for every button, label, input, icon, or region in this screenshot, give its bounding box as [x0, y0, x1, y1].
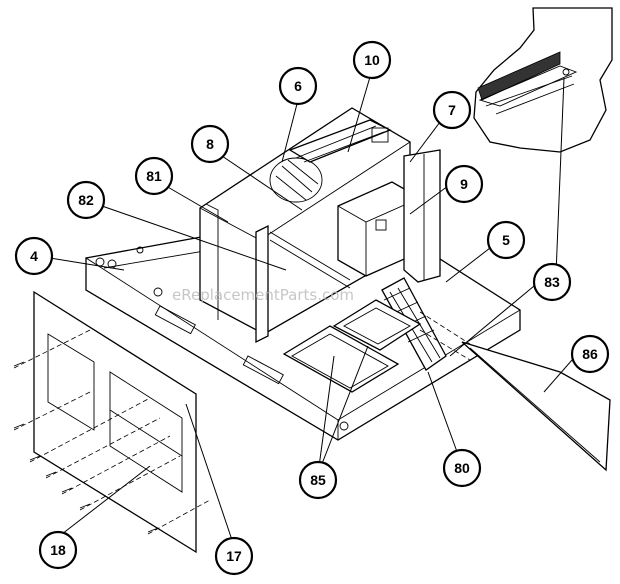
callout-17: 17 [214, 536, 254, 576]
callout-80: 80 [442, 448, 482, 488]
callout-81: 81 [134, 156, 174, 196]
callout-label: 7 [448, 102, 456, 118]
top-rail-assembly [288, 119, 392, 163]
callout-9: 9 [444, 164, 484, 204]
callout-label: 80 [454, 460, 470, 476]
fasteners [13, 329, 211, 535]
callout-label: 86 [582, 346, 598, 362]
front-panel-82 [255, 224, 351, 344]
callout-label: 6 [294, 78, 302, 94]
callout-label: 81 [146, 168, 162, 184]
callout-5: 5 [486, 220, 526, 260]
callout-label: 9 [460, 176, 468, 192]
callout-label: 10 [364, 52, 380, 68]
leader-lines [49, 69, 573, 541]
back-panel [403, 149, 441, 283]
watermark-text: eReplacementParts.com [172, 286, 354, 304]
callout-18: 18 [38, 530, 78, 570]
inset-detail [473, 7, 613, 153]
callout-label: 8 [206, 136, 214, 152]
side-panel-86 [419, 311, 611, 472]
callout-7: 7 [432, 90, 472, 130]
callout-label: 5 [502, 232, 510, 248]
callout-85: 85 [298, 460, 338, 500]
callout-83: 83 [532, 262, 572, 302]
callout-86: 86 [570, 334, 610, 374]
callout-8: 8 [190, 124, 230, 164]
callout-4: 4 [14, 236, 54, 276]
callout-label: 82 [78, 192, 94, 208]
blower-compartment [199, 107, 411, 335]
callout-label: 18 [50, 542, 66, 558]
control-box [337, 181, 421, 277]
callout-82: 82 [66, 180, 106, 220]
callout-label: 17 [226, 548, 242, 564]
access-panel [33, 290, 197, 554]
callout-label: 83 [544, 274, 560, 290]
callout-10: 10 [352, 40, 392, 80]
callout-label: 4 [30, 248, 38, 264]
callout-label: 85 [310, 472, 326, 488]
callout-6: 6 [278, 66, 318, 106]
